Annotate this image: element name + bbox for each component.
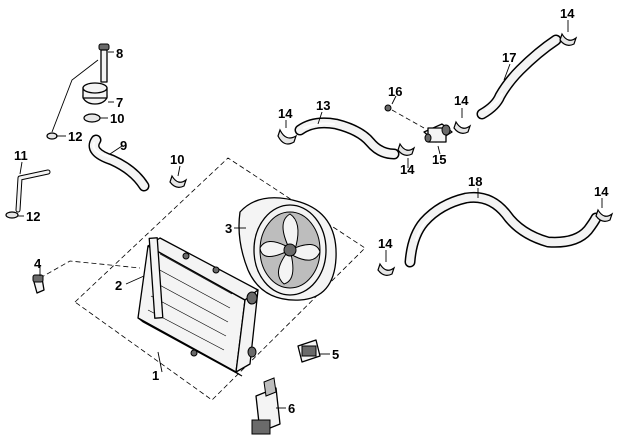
callout-labels: 1 2 3 4 5 6 7 8 9 10 10 11 12 12 13 14 1… [14, 6, 609, 416]
callout-5: 5 [332, 347, 339, 362]
thermo-switch [297, 339, 321, 363]
callout-13: 13 [316, 98, 330, 113]
clamp-14-b [397, 142, 416, 156]
callout-14-e: 14 [378, 236, 393, 251]
callout-6: 6 [288, 401, 295, 416]
clamp-14-f [595, 208, 614, 222]
leader-lines [18, 20, 603, 409]
callout-10-upper: 10 [110, 111, 124, 126]
hose-18 [404, 191, 602, 268]
callout-15: 15 [432, 152, 446, 167]
callout-14-c: 14 [454, 93, 469, 108]
clamp-14-c [453, 120, 472, 134]
callout-12-lower: 12 [26, 209, 40, 224]
callout-14-f: 14 [594, 184, 609, 199]
cap-assembly [82, 43, 110, 105]
callout-17: 17 [502, 50, 516, 65]
callout-4: 4 [34, 256, 42, 271]
fan-relay [251, 377, 281, 435]
cooling-fan [238, 197, 337, 301]
bolt [32, 274, 45, 294]
callout-10-lower: 10 [170, 152, 184, 167]
callout-11: 11 [14, 148, 28, 163]
callout-2: 2 [115, 278, 122, 293]
callout-9: 9 [120, 138, 127, 153]
callout-8: 8 [116, 46, 123, 61]
clamp-10-upper [83, 113, 101, 123]
hose-13 [294, 117, 400, 160]
callout-18: 18 [468, 174, 482, 189]
clamp-12-lower [5, 211, 19, 219]
callout-3: 3 [225, 221, 232, 236]
clamp-14-d [559, 32, 578, 46]
assembly-outline [39, 157, 366, 401]
hose-9 [88, 134, 150, 192]
callout-12-upper: 12 [68, 129, 82, 144]
callout-14-a: 14 [278, 106, 293, 121]
hose-17 [476, 34, 562, 120]
radiator [137, 237, 259, 377]
callout-7: 7 [116, 95, 123, 110]
bolt-16 [384, 104, 425, 129]
clamp-12-upper [46, 132, 58, 140]
clamp-14-a [277, 128, 298, 145]
pipe-11 [15, 169, 51, 213]
callout-14-d: 14 [560, 6, 575, 21]
callout-1: 1 [152, 368, 159, 383]
clamp-14-e [377, 262, 396, 276]
callout-14-b: 14 [400, 162, 415, 177]
thermostat-housing [423, 123, 453, 143]
callout-16: 16 [388, 84, 402, 99]
clamp-10-lower [169, 174, 188, 188]
